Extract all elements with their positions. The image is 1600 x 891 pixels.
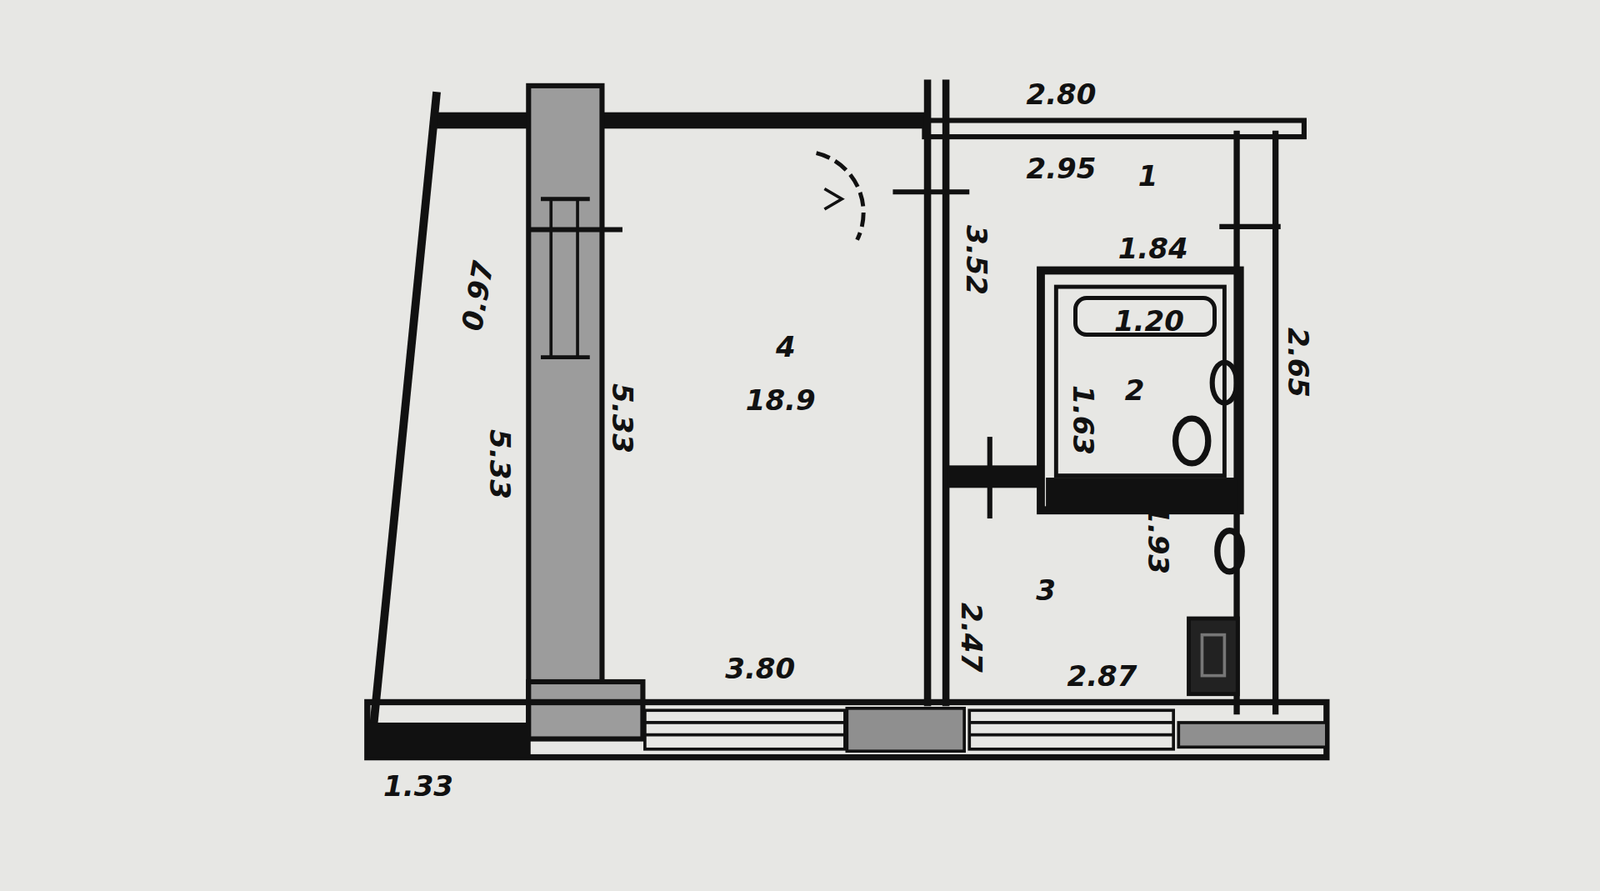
room-number: 3 [1035, 575, 1056, 605]
dimension-label: 2.65 [1284, 327, 1313, 398]
sink-symbol [1212, 362, 1237, 404]
dimension-label: 2.95 [1026, 154, 1097, 183]
partition [924, 80, 932, 707]
room-number: 2 [1125, 375, 1145, 405]
window [645, 710, 845, 750]
top-wall [924, 120, 1305, 138]
room-number: 4 [775, 332, 796, 361]
window [969, 710, 1174, 750]
bearing-wall [846, 708, 965, 751]
room-area: 4 18.9 5.33 3.80 [605, 132, 920, 700]
dimension-label: 1.84 [1118, 234, 1189, 263]
dimension-label: 1.63 [1069, 385, 1098, 456]
bathroom-area: 1.8421.631.20 [1057, 287, 1223, 475]
bottom-wall [367, 722, 531, 758]
bearing-wall [1178, 722, 1327, 747]
sink-symbol [1175, 418, 1209, 464]
kitchen-area: 3 2.47 2.87 1.93 [953, 491, 1235, 700]
bathroom-wall [1040, 270, 1240, 511]
dimension-label: 18.9 [745, 385, 816, 415]
dimension-label: 2.87 [1066, 661, 1137, 690]
room-number: 1 [1138, 161, 1159, 190]
dimension-label: 3.80 [725, 654, 795, 683]
dimension-label: 2.47 [957, 602, 986, 673]
bathroom-wall [1055, 286, 1225, 476]
door-tick [1219, 224, 1280, 230]
dimension-label: 2.80 [1026, 80, 1097, 109]
top-wall [436, 112, 925, 130]
partition [946, 465, 1043, 488]
bathroom-wall [1045, 477, 1238, 510]
door-tick [530, 226, 623, 232]
bathtub-area: 1.20 [1073, 295, 1216, 337]
bearing-wall [528, 681, 643, 740]
dimension-label: 1.33 [383, 771, 454, 800]
dimension-label: 1.93 [1144, 504, 1173, 575]
loggia-area: 0.97 5.33 [380, 98, 523, 717]
sink-symbol [1217, 530, 1242, 572]
loggia-edge [373, 91, 437, 727]
outer-wall [1272, 130, 1279, 715]
dimension-label: 3.52 [962, 225, 991, 295]
dimension-label: 5.33 [485, 429, 515, 500]
door-swing [816, 153, 865, 240]
dimension-label: 0.97 [457, 259, 498, 334]
bearing-wall [528, 85, 602, 735]
stove-symbol [1189, 618, 1239, 695]
dimension-label: 1.20 [1114, 306, 1185, 335]
bottom-wall [367, 701, 1327, 757]
dimension-label: 5.33 [608, 383, 637, 454]
door-tick [892, 189, 970, 195]
partition [942, 80, 950, 707]
